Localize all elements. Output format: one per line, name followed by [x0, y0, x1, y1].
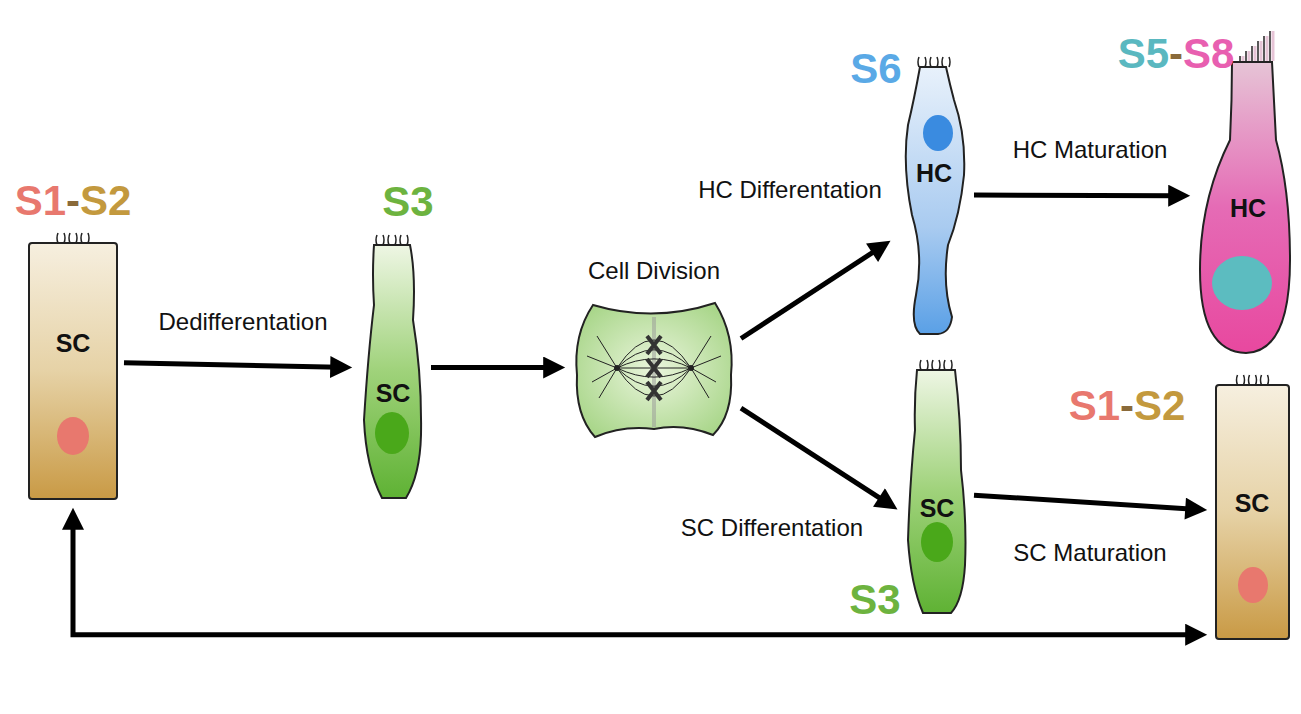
arrow-connector: [974, 495, 1194, 509]
cell-node: Cell Division: [573, 295, 735, 440]
cell-node: S6HC: [898, 55, 968, 335]
stage-heading: S5-S8: [1118, 30, 1235, 78]
cell-label: HC: [1230, 194, 1266, 223]
edge-label: SC Differentation: [677, 513, 868, 543]
stage-label: S6: [850, 45, 901, 93]
cell-label: HC: [916, 159, 952, 188]
cell-illustration: [898, 55, 968, 335]
cell-illustration: [1198, 30, 1292, 355]
stage-heading: S3: [849, 576, 900, 624]
stage-label: S5: [1118, 30, 1169, 78]
cell-label: Cell Division: [588, 257, 720, 285]
cell-node: S1-S2SC: [28, 233, 118, 500]
stage-label: S1: [1069, 382, 1120, 430]
cell-illustration: [28, 233, 118, 500]
arrow-connector: [73, 521, 1194, 635]
arrow-connector: [741, 408, 886, 502]
cell-node: S3SC: [360, 235, 425, 500]
stage-heading: S1-S2: [1069, 382, 1186, 430]
stage-heading: S3: [382, 178, 433, 226]
cell-illustration: [573, 295, 735, 440]
stage-heading: S6: [850, 45, 901, 93]
cell-node: S3SC: [905, 360, 968, 615]
arrow-connector: [741, 248, 879, 338]
cell-node: S1-S2SC: [1215, 375, 1290, 640]
stage-label: -: [1169, 30, 1183, 78]
edge-label: SC Maturation: [1010, 538, 1169, 568]
arrow-connector: [124, 363, 339, 367]
stage-label: S2: [1134, 382, 1185, 430]
cell-label: SC: [1235, 489, 1270, 518]
edge-label: Dedifferentation: [155, 307, 330, 337]
stage-label: S1: [15, 177, 66, 225]
stage-label: S8: [1183, 30, 1234, 78]
arrow-connector: [431, 365, 552, 370]
cell-illustration: [905, 360, 968, 615]
cell-label: SC: [920, 494, 955, 523]
arrow-connector: [974, 193, 1177, 199]
stage-heading: S1-S2: [15, 177, 132, 225]
cell-label: SC: [56, 329, 91, 358]
edge-label: HC Differentation: [695, 175, 886, 205]
stage-label: S2: [80, 177, 131, 225]
stage-label: S3: [849, 576, 900, 624]
cell-illustration: [360, 235, 425, 500]
cell-node: S5-S8HC: [1198, 30, 1292, 355]
cell-label: SC: [376, 379, 411, 408]
stage-label: -: [1120, 382, 1134, 430]
stage-label: -: [66, 177, 80, 225]
stage-label: S3: [382, 178, 433, 226]
edge-label: HC Maturation: [1010, 135, 1171, 165]
